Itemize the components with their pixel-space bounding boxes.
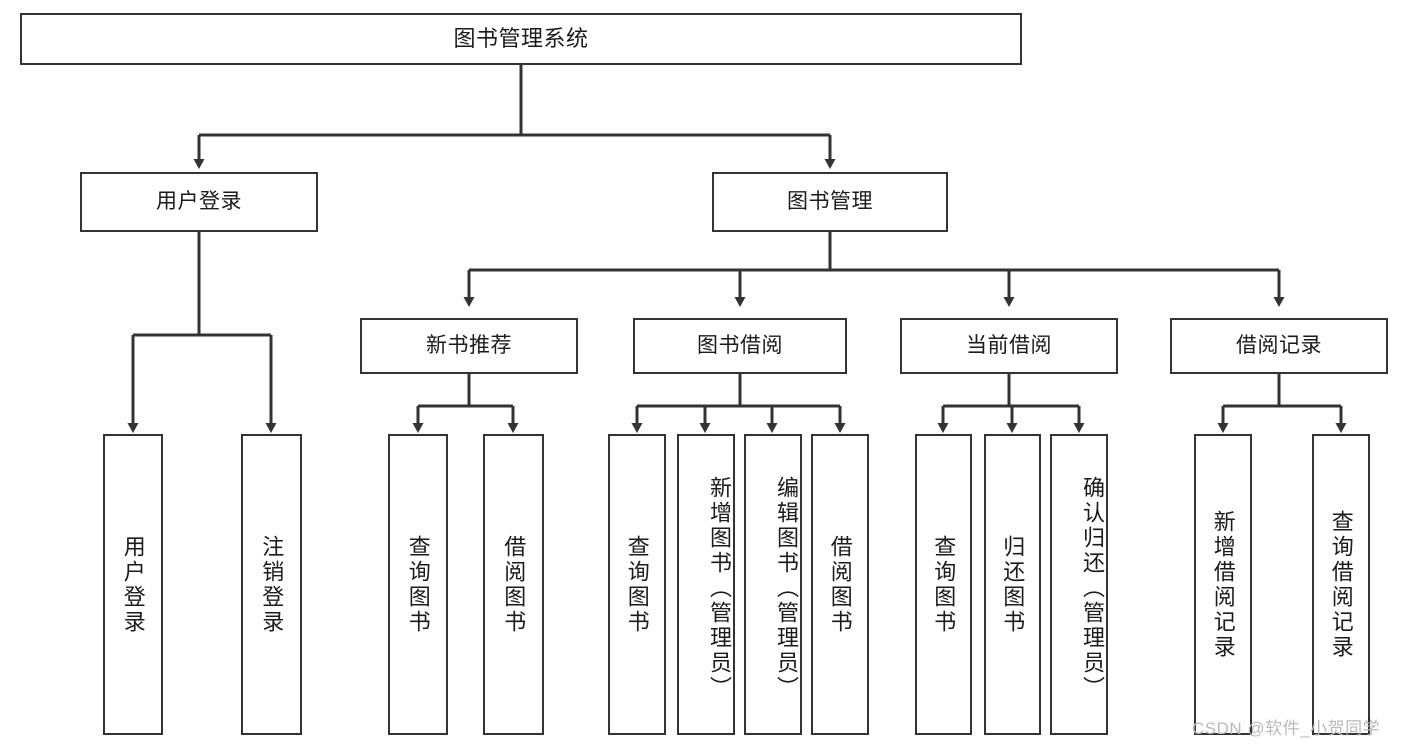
leaf-add-record[interactable]: 新增借阅记录 (1194, 434, 1252, 735)
csdn-watermark: CSDN @软件_小贺同学 (1192, 714, 1380, 739)
leaf-user-login[interactable]: 用户登录 (103, 434, 163, 735)
node-current-borrow[interactable]: 当前借阅 (900, 318, 1118, 374)
node-new-book-recommend-label: 新书推荐 (426, 333, 512, 357)
node-book-borrow[interactable]: 图书借阅 (633, 318, 847, 374)
node-book-manage[interactable]: 图书管理 (712, 172, 948, 232)
node-new-book-recommend[interactable]: 新书推荐 (360, 318, 578, 374)
node-book-manage-label: 图书管理 (787, 189, 873, 213)
leaf-query-book-1[interactable]: 查询图书 (388, 434, 448, 735)
node-current-borrow-label: 当前借阅 (966, 333, 1052, 357)
leaf-return-book-label: 归还图书 (1000, 534, 1026, 635)
leaf-borrow-book-1-label: 借阅图书 (501, 534, 527, 635)
leaf-borrow-book-2-label: 借阅图书 (827, 534, 853, 635)
leaf-add-record-label: 新增借阅记录 (1210, 509, 1236, 660)
node-root[interactable]: 图书管理系统 (20, 13, 1022, 65)
leaf-edit-book-label: 编辑图书（管理员） (774, 476, 799, 701)
leaf-confirm-return-label: 确认归还（管理员） (1080, 476, 1105, 701)
leaf-query-book-2-label: 查询图书 (624, 534, 650, 635)
leaf-query-book-1-label: 查询图书 (405, 534, 431, 635)
node-borrow-record-label: 借阅记录 (1236, 333, 1322, 357)
leaf-query-book-3-label: 查询图书 (931, 534, 957, 635)
leaf-add-book[interactable]: 新增图书（管理员） (677, 434, 735, 735)
leaf-query-book-2[interactable]: 查询图书 (608, 434, 666, 735)
node-book-borrow-label: 图书借阅 (697, 333, 783, 357)
node-user-login-label: 用户登录 (156, 189, 242, 213)
leaf-user-logout[interactable]: 注销登录 (241, 434, 302, 735)
node-borrow-record[interactable]: 借阅记录 (1170, 318, 1388, 374)
node-root-label: 图书管理系统 (453, 26, 589, 52)
csdn-watermark-text: CSDN @软件_小贺同学 (1192, 719, 1381, 738)
leaf-query-record[interactable]: 查询借阅记录 (1312, 434, 1370, 735)
leaf-return-book[interactable]: 归还图书 (984, 434, 1041, 735)
leaf-user-logout-label: 注销登录 (259, 534, 285, 635)
leaf-query-record-label: 查询借阅记录 (1328, 509, 1354, 660)
leaf-borrow-book-1[interactable]: 借阅图书 (483, 434, 544, 735)
leaf-borrow-book-2[interactable]: 借阅图书 (811, 434, 869, 735)
leaf-add-book-label: 新增图书（管理员） (707, 476, 732, 701)
leaf-confirm-return[interactable]: 确认归还（管理员） (1050, 434, 1108, 735)
node-user-login[interactable]: 用户登录 (80, 172, 318, 232)
leaf-query-book-3[interactable]: 查询图书 (915, 434, 972, 735)
leaf-edit-book[interactable]: 编辑图书（管理员） (744, 434, 802, 735)
leaf-user-login-label: 用户登录 (120, 534, 146, 635)
